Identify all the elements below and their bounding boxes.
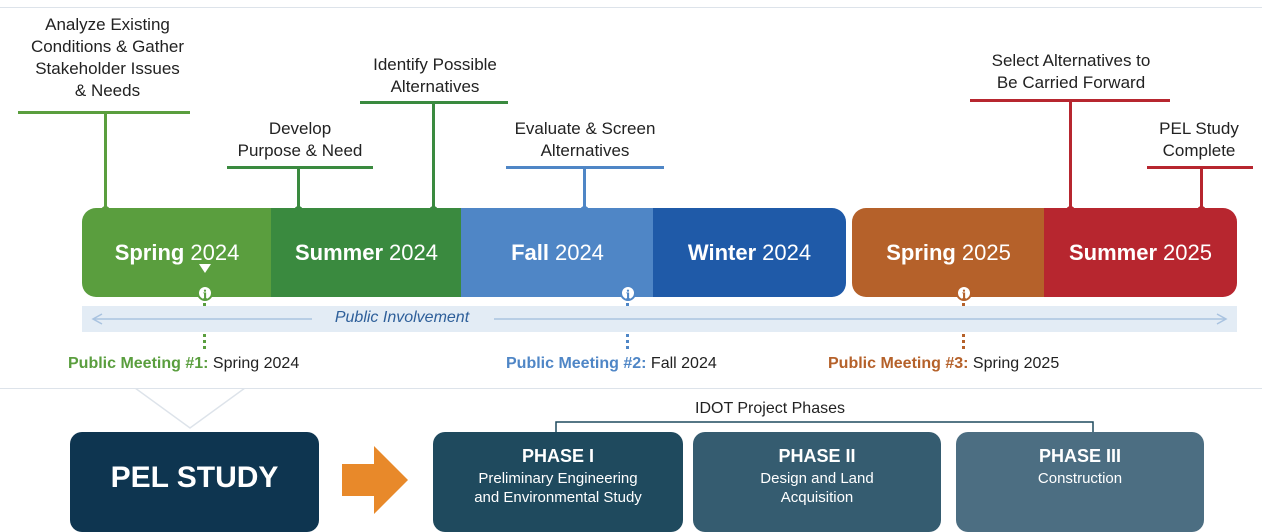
public-meeting-2: Public Meeting #2: Fall 2024 (506, 355, 717, 372)
milestone-complete-stem (1200, 166, 1203, 210)
project-phases-bracket (555, 421, 1094, 434)
frame-top-border (0, 7, 1262, 8)
info-icon[interactable]: i (620, 285, 636, 302)
milestone-develop-label: Develop Purpose & Need (237, 119, 363, 160)
public-involvement-label: Public Involvement (334, 309, 470, 326)
milestone-select-stem (1069, 99, 1072, 210)
spring-2024-marker-icon (199, 264, 211, 273)
public-involvement-band (82, 306, 1237, 332)
info-icon[interactable]: i (956, 285, 972, 302)
public-meeting-1: Public Meeting #1: Spring 2024 (68, 355, 300, 372)
phase-3-box: PHASE III Construction (956, 432, 1204, 532)
phase-1-box: PHASE I Preliminary Engineering and Envi… (433, 432, 683, 532)
milestone-select-label: Select Alternatives to Be Carried Forwar… (991, 51, 1151, 92)
frame-bottom-border (0, 388, 1262, 389)
idot-project-phases-label: IDOT Project Phases (695, 400, 845, 417)
info-icon[interactable]: i (197, 285, 213, 302)
milestone-develop-rule (227, 166, 373, 169)
milestone-identify-stem (432, 101, 435, 210)
pel-study-box: PEL STUDY (70, 432, 319, 532)
public-meeting-3: Public Meeting #3: Spring 2025 (828, 355, 1060, 372)
milestone-analyze-label: Analyze Existing Conditions & Gather Sta… (30, 15, 185, 100)
public-involvement-arrow (91, 313, 1228, 325)
milestone-identify-label: Identify Possible Alternatives (373, 55, 497, 96)
milestone-analyze-stem (104, 111, 107, 210)
callout-pointer (135, 388, 245, 429)
milestone-evaluate-stem (583, 166, 586, 210)
milestone-evaluate-label: Evaluate & Screen Alternatives (514, 119, 656, 160)
milestone-develop-stem (297, 166, 300, 210)
milestone-complete-label: PEL Study Complete (1159, 119, 1239, 160)
phase-2-box: PHASE II Design and Land Acquisition (693, 432, 941, 532)
orange-arrow-icon (342, 446, 408, 514)
